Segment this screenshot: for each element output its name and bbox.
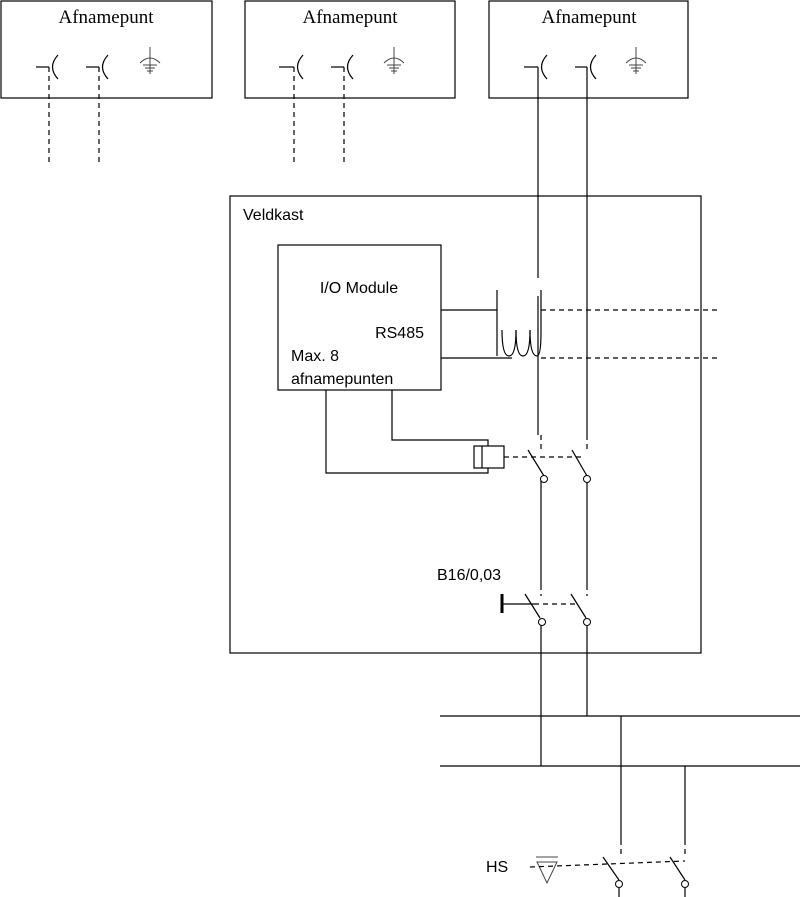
outlet-box-1: Afnamepunt: [0, 0, 213, 99]
io-module-capacity-line2: afnamepunten: [291, 371, 393, 388]
main-switch-icon: [602, 856, 689, 888]
earth-icon: [625, 47, 647, 74]
io-module: I/O Module RS485 Max. 8 afnamepunten: [277, 244, 442, 391]
contactor-switch-icon: [527, 449, 591, 483]
main-switch-linkage: [529, 860, 686, 868]
outlet-1-label: Afnamepunt: [59, 7, 155, 28]
earth-icon: [383, 47, 405, 74]
socket-pin-icon: [36, 54, 59, 80]
field-box-label: Veldkast: [243, 207, 304, 224]
earth-icon: [139, 47, 161, 74]
outlet-box-2: Afnamepunt: [244, 0, 456, 99]
outlet-2-label: Afnamepunt: [303, 7, 399, 28]
main-switch-label: HS: [486, 859, 508, 876]
socket-pin-icon: [86, 54, 109, 80]
io-module-bus-label: RS485: [375, 325, 424, 342]
field-box: Veldkast: [229, 195, 702, 654]
supply-line-l: [537, 67, 542, 766]
socket-pin-icon: [524, 54, 548, 80]
socket-pin-icon: [331, 54, 354, 80]
io-module-title: I/O Module: [320, 280, 398, 297]
control-wire-1: [391, 390, 489, 446]
socket-pin-icon: [575, 54, 597, 80]
outlet-box-3: Afnamepunt: [488, 0, 689, 99]
relay-coil-icon: [473, 445, 505, 469]
breaker-label: B16/0,03: [437, 567, 501, 584]
io-module-capacity-line1: Max. 8: [291, 348, 339, 365]
control-wire-2: [325, 390, 489, 474]
outlet-3-label: Afnamepunt: [542, 7, 638, 28]
socket-pin-icon: [279, 54, 304, 80]
manual-actuator-icon: [536, 856, 558, 885]
current-sensor-icon: [496, 290, 542, 357]
breaker-icon: [500, 593, 591, 626]
